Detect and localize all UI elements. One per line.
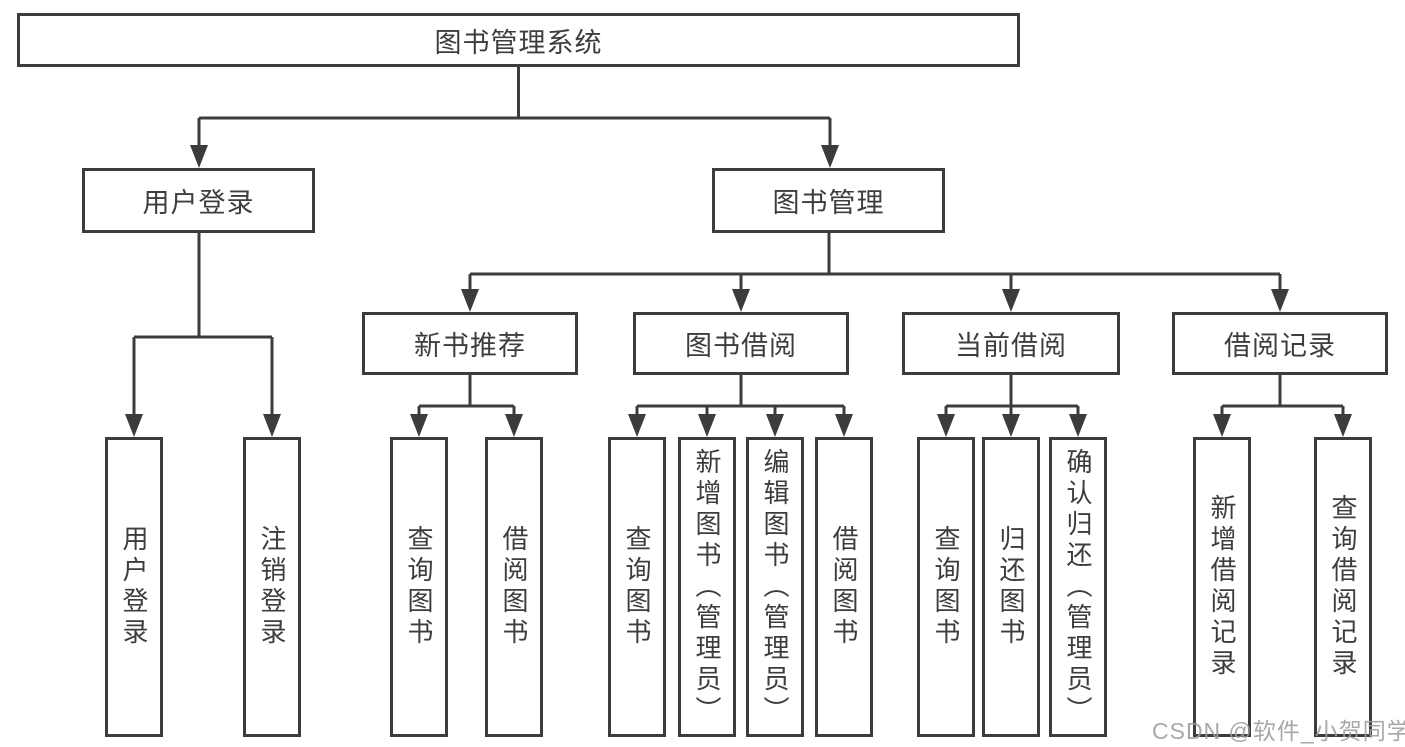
arrow-down-icon <box>766 414 784 437</box>
leaf-cb-query-books: 查询图书 <box>917 437 975 737</box>
arrowheads-book-borrow-children <box>628 414 853 437</box>
leaf-cb-return-books: 归还图书 <box>982 437 1040 737</box>
arrow-down-icon <box>1271 289 1289 312</box>
leaf-user-login: 用户登录 <box>105 437 163 737</box>
arrow-down-icon <box>628 414 646 437</box>
arrow-down-icon <box>1002 289 1020 312</box>
arrowheads-current-borrow-children <box>937 414 1087 437</box>
connector-new-book-children <box>417 375 516 419</box>
leaf-bb-borrow-books: 借阅图书 <box>815 437 873 737</box>
arrow-down-icon <box>1334 414 1352 437</box>
connector-root-to-level2 <box>197 67 832 150</box>
node-new-book-recommend: 新书推荐 <box>362 312 578 375</box>
arrowheads-level2 <box>190 145 839 168</box>
arrow-down-icon <box>461 289 479 312</box>
connector-book-borrow-children <box>635 375 846 419</box>
arrowheads-new-book-children <box>410 414 523 437</box>
leaf-br-query-borrow-record: 查询借阅记录 <box>1314 437 1372 737</box>
node-current-borrowing: 当前借阅 <box>902 312 1120 375</box>
arrow-down-icon <box>190 145 208 168</box>
node-book-management: 图书管理 <box>712 168 945 233</box>
leaf-bb-query-books: 查询图书 <box>608 437 666 737</box>
arrow-down-icon <box>937 414 955 437</box>
connector-user-login-children <box>132 233 274 419</box>
arrowheads-user-login-children <box>125 414 281 437</box>
arrowheads-level3 <box>461 289 1289 312</box>
arrow-down-icon <box>410 414 428 437</box>
arrow-down-icon <box>835 414 853 437</box>
node-borrowing-records: 借阅记录 <box>1172 312 1388 375</box>
leaf-nbr-borrow-books: 借阅图书 <box>485 437 543 737</box>
arrow-down-icon <box>698 414 716 437</box>
connector-book-mgmt-to-level3 <box>468 233 1282 294</box>
node-library-management-system: 图书管理系统 <box>17 13 1020 67</box>
arrow-down-icon <box>263 414 281 437</box>
arrow-down-icon <box>505 414 523 437</box>
leaf-logout-login: 注销登录 <box>243 437 301 737</box>
node-book-borrowing: 图书借阅 <box>633 312 849 375</box>
leaf-bb-edit-books-admin: 编辑图书（管理员） <box>746 437 804 737</box>
connector-current-borrow-children <box>944 375 1080 419</box>
arrow-down-icon <box>125 414 143 437</box>
leaf-bb-add-books-admin: 新增图书（管理员） <box>678 437 736 737</box>
connector-borrow-record-children <box>1220 375 1345 419</box>
arrow-down-icon <box>1002 414 1020 437</box>
arrowheads-borrow-record-children <box>1213 414 1352 437</box>
node-user-login: 用户登录 <box>82 168 315 233</box>
leaf-nbr-query-books: 查询图书 <box>390 437 448 737</box>
arrow-down-icon <box>821 145 839 168</box>
leaf-cb-confirm-return-admin: 确认归还（管理员） <box>1049 437 1107 737</box>
arrow-down-icon <box>732 289 750 312</box>
csdn-watermark: CSDN @软件_小贺同学 <box>1152 718 1405 744</box>
leaf-br-add-borrow-record: 新增借阅记录 <box>1193 437 1251 737</box>
arrow-down-icon <box>1069 414 1087 437</box>
arrow-down-icon <box>1213 414 1231 437</box>
